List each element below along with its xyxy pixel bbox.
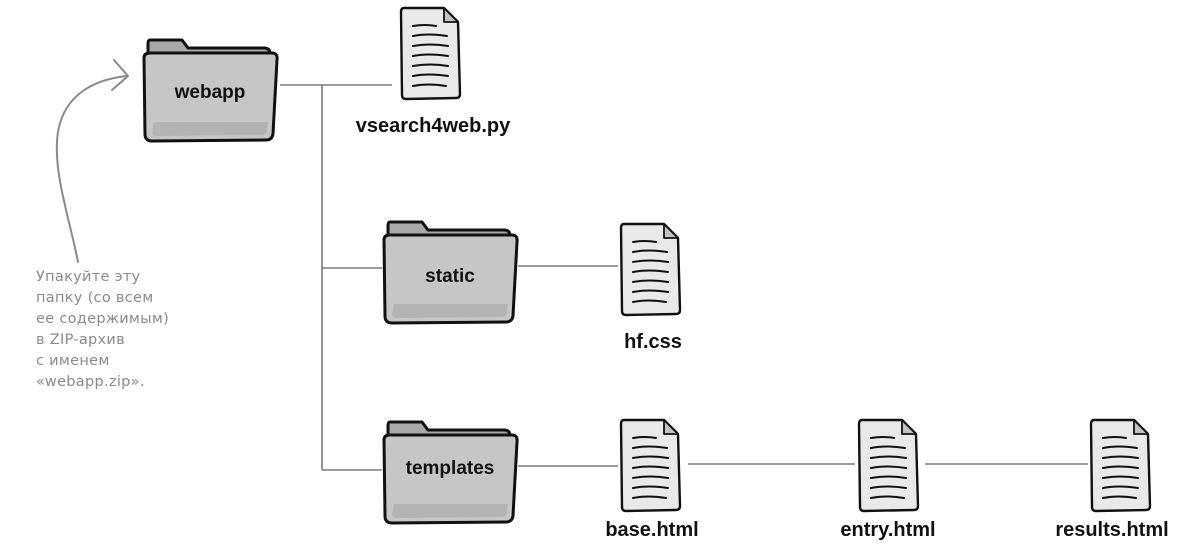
arrow-head-icon	[111, 59, 129, 91]
annotation-line-6: «webapp.zip».	[36, 374, 145, 390]
annotation: Упакуйте эту папку (со всем ее содержимы…	[36, 59, 169, 390]
file-label-base-html: base.html	[605, 519, 698, 541]
file-label-vsearch4web: vsearch4web.py	[356, 115, 511, 137]
file-entry-html[interactable]	[857, 418, 920, 513]
document-icon	[619, 418, 682, 513]
folder-label-webapp: webapp	[174, 82, 246, 103]
annotation-arrow	[55, 75, 127, 263]
file-label-entry-html: entry.html	[840, 519, 935, 541]
annotation-line-5: с именем	[36, 353, 110, 369]
file-label-hf-css: hf.css	[624, 331, 682, 353]
tree-connectors	[280, 84, 1088, 471]
annotation-line-3: ее содержимым)	[36, 311, 169, 327]
document-icon	[399, 6, 462, 101]
annotation-line-1: Упакуйте эту	[36, 269, 141, 285]
document-icon	[1089, 418, 1152, 513]
folder-static[interactable]: static	[382, 220, 519, 325]
file-base-html[interactable]	[619, 418, 682, 513]
file-results-html[interactable]	[1089, 418, 1152, 513]
folder-templates[interactable]: templates	[382, 420, 519, 525]
annotation-line-4: в ZIP-архив	[36, 332, 125, 348]
document-icon	[619, 222, 682, 317]
annotation-line-2: папку (со всем	[36, 290, 153, 306]
file-label-results-html: results.html	[1055, 519, 1168, 541]
file-hf-css[interactable]	[619, 222, 682, 317]
folder-webapp[interactable]: webapp	[142, 38, 279, 143]
document-icon	[857, 418, 920, 513]
file-vsearch4web[interactable]	[399, 6, 462, 101]
folder-label-templates: templates	[406, 458, 495, 479]
folder-label-static: static	[425, 266, 475, 287]
